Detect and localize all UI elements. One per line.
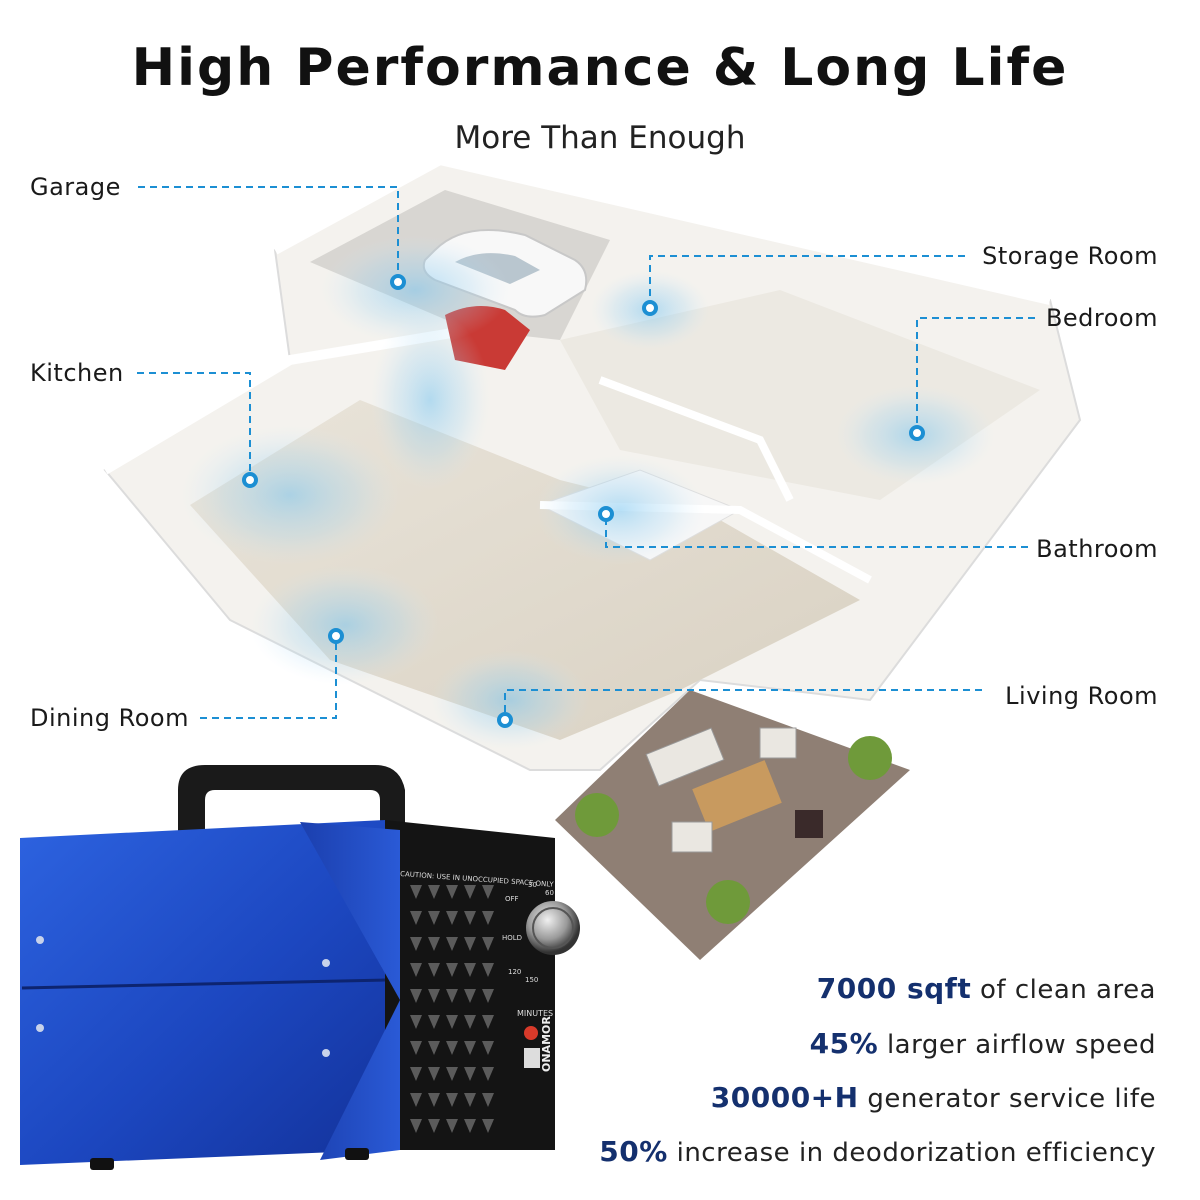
feature-text: generator service life bbox=[858, 1084, 1156, 1114]
patio bbox=[555, 690, 910, 960]
brand-logo-icon bbox=[524, 1048, 540, 1068]
kitchen-marker bbox=[242, 472, 258, 488]
label-living-room: Living Room bbox=[1005, 682, 1158, 710]
vent-slot bbox=[428, 1093, 440, 1107]
vent-slot bbox=[428, 1041, 440, 1055]
feature-airflow: 45% larger airflow speed bbox=[810, 1027, 1156, 1060]
living-room-marker bbox=[497, 712, 513, 728]
dial-120: 120 bbox=[508, 968, 521, 976]
airflow-glows bbox=[180, 235, 995, 750]
feature-text: increase in deodorization efficiency bbox=[667, 1138, 1156, 1168]
vent-slot bbox=[482, 885, 494, 899]
label-garage: Garage bbox=[30, 173, 121, 201]
vent-slot bbox=[446, 963, 458, 977]
vent-slot bbox=[482, 1093, 494, 1107]
vent-slot bbox=[410, 1067, 422, 1081]
ozone-generator: CAUTION: USE IN UNOCCUPIED SPACE ONLY OF… bbox=[20, 765, 580, 1170]
dial-150: 150 bbox=[525, 976, 538, 984]
feature-clean-area: 7000 sqft of clean area bbox=[817, 972, 1156, 1005]
dial-hold: HOLD bbox=[502, 934, 522, 942]
vent-slot bbox=[464, 911, 476, 925]
feature-highlight: 50% bbox=[599, 1135, 668, 1168]
dial-off: OFF bbox=[505, 895, 519, 903]
feature-text: of clean area bbox=[971, 975, 1156, 1005]
label-kitchen: Kitchen bbox=[30, 359, 124, 387]
vent-slot bbox=[446, 911, 458, 925]
vent-slot bbox=[482, 911, 494, 925]
vent-slot bbox=[446, 885, 458, 899]
vent-slot bbox=[464, 1119, 476, 1133]
vent-slot bbox=[428, 1119, 440, 1133]
vent-slot bbox=[464, 963, 476, 977]
feature-highlight: 30000+H bbox=[710, 1081, 859, 1114]
vent-slot bbox=[446, 1119, 458, 1133]
vent-slot bbox=[464, 1041, 476, 1055]
vent-slot bbox=[410, 963, 422, 977]
vent-slot bbox=[428, 911, 440, 925]
vent-slot bbox=[482, 989, 494, 1003]
vent-slot bbox=[482, 1015, 494, 1029]
vent-slot bbox=[410, 1041, 422, 1055]
vent-slot bbox=[482, 1067, 494, 1081]
vent-slot bbox=[446, 1041, 458, 1055]
vent-grid bbox=[410, 885, 494, 1133]
vent-slot bbox=[464, 1067, 476, 1081]
feature-service-life: 30000+H generator service life bbox=[711, 1081, 1156, 1114]
vent-slot bbox=[428, 989, 440, 1003]
vent-slot bbox=[410, 1119, 422, 1133]
label-storage-room: Storage Room bbox=[982, 242, 1158, 270]
garage-marker bbox=[390, 274, 406, 290]
dial-60: 60 bbox=[545, 889, 554, 897]
timer-knob bbox=[526, 901, 580, 955]
page-subtitle: More Than Enough bbox=[454, 120, 746, 156]
vent-slot bbox=[464, 937, 476, 951]
vent-slot bbox=[446, 1093, 458, 1107]
dining-room-marker bbox=[328, 628, 344, 644]
vent-slot bbox=[446, 1067, 458, 1081]
vent-slot bbox=[482, 1041, 494, 1055]
vent-slot bbox=[446, 989, 458, 1003]
bedroom-marker bbox=[909, 425, 925, 441]
device-brand: ONAMOR bbox=[540, 1016, 553, 1072]
vent-slot bbox=[428, 963, 440, 977]
vent-slot bbox=[428, 1015, 440, 1029]
dial-30: 30 bbox=[528, 881, 537, 889]
label-dining-room: Dining Room bbox=[30, 704, 189, 732]
label-bathroom: Bathroom bbox=[1036, 535, 1158, 563]
label-bedroom: Bedroom bbox=[1045, 304, 1158, 332]
vent-slot bbox=[464, 989, 476, 1003]
vent-slot bbox=[482, 937, 494, 951]
vent-slot bbox=[428, 1067, 440, 1081]
vent-slot bbox=[464, 1093, 476, 1107]
room-markers bbox=[242, 274, 925, 728]
bathroom-marker bbox=[598, 506, 614, 522]
vent-slot bbox=[410, 911, 422, 925]
vent-slot bbox=[446, 1015, 458, 1029]
feature-highlight: 7000 sqft bbox=[816, 972, 972, 1005]
feature-deodorization: 50% increase in deodorization efficiency bbox=[599, 1135, 1156, 1168]
vent-slot bbox=[428, 885, 440, 899]
feature-highlight: 45% bbox=[809, 1027, 879, 1060]
vent-slot bbox=[428, 937, 440, 951]
vent-slot bbox=[410, 885, 422, 899]
vent-slot bbox=[410, 989, 422, 1003]
vent-slot bbox=[482, 1119, 494, 1133]
power-indicator bbox=[524, 1026, 538, 1040]
vent-slot bbox=[464, 885, 476, 899]
feature-text: larger airflow speed bbox=[878, 1030, 1156, 1060]
page-title: High Performance & Long Life bbox=[131, 38, 1069, 98]
vent-slot bbox=[482, 963, 494, 977]
handle bbox=[178, 765, 405, 838]
leader-lines bbox=[137, 186, 1035, 720]
vent-slot bbox=[410, 1015, 422, 1029]
vent-slot bbox=[410, 937, 422, 951]
storage-room-marker bbox=[642, 300, 658, 316]
timer-label: MINUTES bbox=[517, 1009, 553, 1018]
vent-slot bbox=[464, 1015, 476, 1029]
vent-slot bbox=[446, 937, 458, 951]
vent-slot bbox=[410, 1093, 422, 1107]
